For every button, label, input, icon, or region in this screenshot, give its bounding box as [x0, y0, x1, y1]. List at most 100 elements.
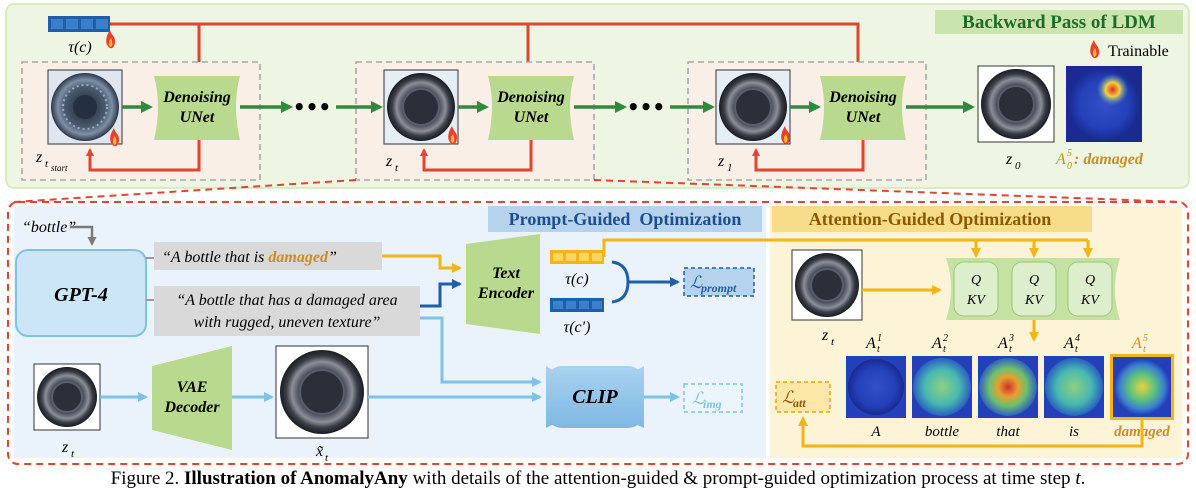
loss-img-box: ℒ img [683, 383, 743, 413]
q-label-1: Q [971, 273, 981, 288]
svg-text:“A bottle that is damaged”: “A bottle that is damaged” [162, 249, 337, 266]
denoising-unet-3: Denoising UNet [820, 76, 906, 140]
prompt-guided-title: Prompt-Guided Optimization [509, 209, 742, 229]
svg-text:t: t [943, 344, 946, 355]
kv-label-3: KV [1080, 293, 1100, 308]
svg-text:A: A [1063, 335, 1074, 352]
attention-map-1 [846, 356, 906, 418]
detail-frame [7, 201, 1189, 465]
trainable-legend-label: Trainable [1108, 43, 1169, 60]
tau-c-prime-label: τ(c′) [564, 319, 591, 336]
svg-text:z: z [821, 327, 829, 344]
svg-text:A: A [1131, 335, 1142, 352]
svg-text:t: t [71, 448, 75, 460]
prompt-detailed: “A bottle that has a damaged area with r… [154, 286, 420, 336]
fire-icon [781, 126, 790, 145]
zoom-connector [13, 179, 1183, 203]
svg-text:A: A [931, 335, 942, 352]
svg-text:x̃: x̃ [315, 443, 324, 460]
svg-text:Encoder: Encoder [477, 285, 535, 302]
kv-label-2: KV [1024, 293, 1044, 308]
svg-text:Denoising: Denoising [496, 89, 565, 106]
svg-text:A: A [865, 335, 876, 352]
svg-text:: damaged: : damaged [1074, 151, 1144, 168]
svg-text:A: A [870, 424, 881, 440]
svg-text:t: t [1075, 344, 1078, 355]
loss-prompt-box: ℒ prompt [683, 267, 755, 297]
attention-map-3 [978, 356, 1038, 418]
svg-text:3: 3 [1008, 333, 1014, 344]
text-encoder: Text Encoder [466, 234, 540, 334]
denoising-unet-2: Denoising UNet [488, 76, 574, 140]
z-tstart-label: z t start [35, 149, 68, 173]
kv-label-1: KV [966, 293, 986, 308]
clip-model: CLIP [546, 366, 644, 428]
q-label-3: Q [1085, 273, 1095, 288]
svg-text:1: 1 [877, 333, 882, 344]
z-0-label: z 0 [1005, 151, 1021, 172]
svg-text:z: z [717, 153, 725, 170]
fire-icon [1090, 40, 1099, 59]
svg-text:ℒ: ℒ [782, 388, 795, 407]
noisy-latent-image [47, 69, 123, 145]
svg-text:A: A [1055, 151, 1066, 168]
attention-guided-title: Attention-Guided Optimization [809, 209, 1052, 229]
svg-text:t: t [1143, 344, 1146, 355]
svg-text:att: att [793, 396, 806, 410]
output-z0-image [977, 65, 1055, 143]
ellipsis-2: ••• [627, 95, 665, 119]
svg-text:A: A [997, 335, 1008, 352]
q-label-2: Q [1029, 273, 1039, 288]
tau-c-prime-tokens [550, 298, 604, 312]
fire-icon [448, 126, 457, 145]
final-attention-label: A 5 0 : damaged [1055, 148, 1144, 172]
svg-text:t: t [45, 158, 49, 170]
svg-text:t: t [395, 162, 399, 174]
loss-att-box: ℒ att [775, 381, 831, 413]
attention-guided-panel: Attention-Guided Optimization z t Q KV Q… [602, 206, 1182, 458]
attention-map-4 [1044, 356, 1104, 418]
backward-pass-panel: Backward Pass of LDM τ(c) [5, 3, 1190, 189]
svg-text:VAE: VAE [177, 379, 208, 396]
vae-decoder: VAE Decoder [152, 346, 232, 450]
svg-text:UNet: UNet [514, 109, 549, 126]
ellipsis-1: ••• [293, 95, 331, 119]
svg-text:start: start [51, 163, 68, 173]
svg-text:z: z [385, 153, 393, 170]
latent-zt-input-image [33, 363, 101, 431]
svg-text:t: t [325, 452, 329, 464]
tau-c-label: τ(c) [68, 39, 91, 56]
svg-text:img: img [703, 397, 722, 411]
tau-c-token-bar [48, 16, 110, 32]
svg-text:z: z [61, 439, 69, 456]
denoising-unet-1: Denoising UNet [154, 76, 240, 140]
fire-icon [106, 30, 115, 49]
final-attention-map [1066, 66, 1142, 142]
svg-text:ℒ: ℒ [690, 273, 703, 292]
svg-text:“A bottle that has a damaged a: “A bottle that has a damaged area [176, 292, 397, 309]
svg-text:prompt: prompt [700, 281, 737, 295]
z-t-label: z t [385, 153, 399, 174]
backward-pass-title: Backward Pass of LDM [962, 12, 1156, 33]
svg-text:bottle: bottle [925, 424, 960, 440]
svg-text:z: z [1005, 151, 1013, 168]
svg-text:ℒ: ℒ [692, 389, 705, 408]
attention-map-2 [912, 356, 972, 418]
svg-text:t: t [1009, 344, 1012, 355]
svg-text:Text: Text [492, 265, 520, 282]
attention-maps-row [846, 354, 1174, 420]
svg-text:Decoder: Decoder [163, 399, 220, 416]
latent-zt-image [383, 69, 459, 145]
svg-text:Denoising: Denoising [828, 89, 897, 106]
svg-text:0: 0 [1067, 161, 1072, 172]
svg-text:GPT-4: GPT-4 [54, 284, 108, 306]
figure-caption: Figure 2. Illustration of AnomalyAny wit… [110, 468, 1086, 489]
gpt4-box: GPT-4 [15, 249, 147, 337]
svg-text:t: t [877, 344, 880, 355]
svg-text:CLIP: CLIP [572, 386, 618, 408]
unet-attention-block: Q KV Q KV Q KV [946, 258, 1120, 320]
svg-text:5: 5 [1067, 148, 1072, 159]
svg-text:Denoising: Denoising [162, 89, 231, 106]
decoded-image [275, 345, 369, 439]
attention-map-5 [1110, 354, 1174, 420]
